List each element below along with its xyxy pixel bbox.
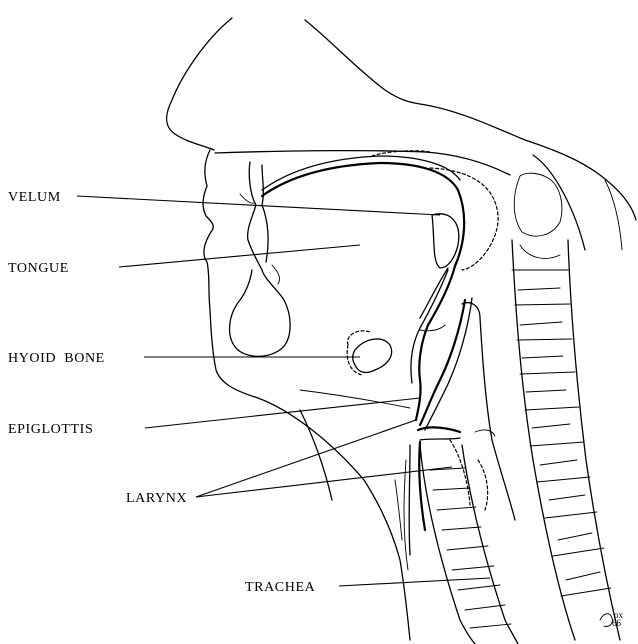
cervical-spine — [512, 173, 620, 640]
trachea-structure — [395, 445, 518, 644]
teeth-and-jaw — [230, 162, 291, 356]
leader-lines — [77, 196, 490, 586]
label-epiglottis: EPIGLOTTIS — [8, 422, 93, 437]
hyoid-bone — [347, 331, 391, 375]
tongue-leader — [119, 245, 360, 267]
label-hyoid-bone: HYOID BONE — [8, 351, 105, 366]
larynx-structures — [409, 427, 495, 555]
head-outline — [167, 18, 636, 640]
labels: VELUM TONGUE HYOID BONE EPIGLOTTIS LARYN… — [8, 190, 316, 595]
label-tongue: TONGUE — [8, 261, 69, 276]
larynx-leader-upper — [196, 420, 416, 497]
label-trachea: TRACHEA — [245, 580, 316, 595]
artist-signature: ox 66 — [600, 610, 624, 628]
trachea-leader — [339, 578, 490, 586]
velum-leader — [77, 196, 440, 215]
epiglottis-leader — [145, 398, 420, 428]
label-larynx: LARYNX — [126, 491, 187, 506]
svg-text:66: 66 — [612, 618, 622, 628]
label-velum: VELUM — [8, 190, 61, 205]
